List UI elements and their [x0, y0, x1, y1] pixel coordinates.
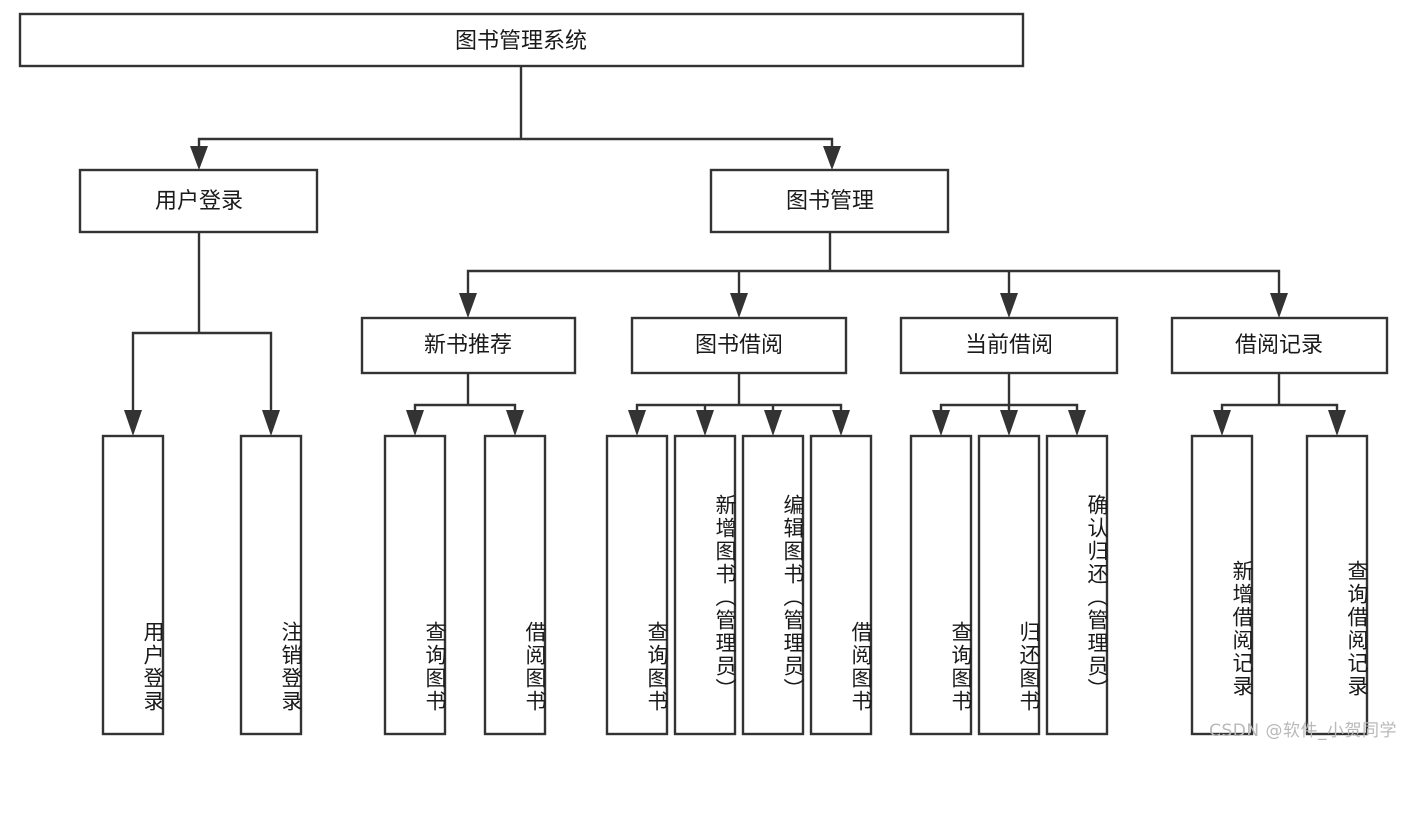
node-new-book-recommend-label: 新书推荐 [424, 333, 512, 358]
node-book-management[interactable]: 图书管理 [709, 168, 950, 234]
node-leaf-edit-book-box[interactable] [741, 434, 805, 736]
arrow-to-leaf-query-record [1328, 410, 1346, 436]
arrow-to-leaf-query-book-1 [406, 410, 424, 436]
node-book-borrow-label: 图书借阅 [695, 333, 783, 358]
node-user-login-label: 用户登录 [155, 189, 243, 214]
node-current-borrow[interactable]: 当前借阅 [899, 316, 1119, 375]
node-leaf-query-record-box[interactable] [1305, 434, 1369, 736]
arrow-to-book-management [823, 146, 841, 170]
arrow-to-leaf-query-book-2 [628, 410, 646, 436]
node-user-login-box[interactable] [78, 168, 319, 234]
arrow-to-book-borrow [730, 293, 748, 318]
node-leaf-query-book-2-box[interactable] [605, 434, 669, 736]
node-current-borrow-box[interactable] [899, 316, 1119, 375]
leaf-node-layer [101, 434, 1369, 736]
node-leaf-user-login-box[interactable] [101, 434, 165, 736]
node-current-borrow-label: 当前借阅 [965, 333, 1053, 358]
node-root-label: 图书管理系统 [455, 29, 587, 54]
node-new-book-recommend-box[interactable] [360, 316, 577, 375]
node-leaf-query-book-3-box[interactable] [909, 434, 973, 736]
arrow-to-user-login [190, 146, 208, 170]
node-leaf-return-book-box[interactable] [977, 434, 1041, 736]
node-book-management-label: 图书管理 [786, 189, 874, 214]
node-root-box[interactable] [18, 12, 1025, 68]
node-leaf-logout-login-box[interactable] [239, 434, 303, 736]
node-user-login[interactable]: 用户登录 [78, 168, 319, 234]
arrow-to-leaf-edit-book [764, 410, 782, 436]
arrow-to-leaf-borrow-book-1 [506, 410, 524, 436]
connector-root-bus [197, 64, 834, 157]
connector-new-book-recommend-bus [413, 371, 517, 422]
connector-book-management-bus [466, 230, 1281, 305]
node-root[interactable]: 图书管理系统 [18, 12, 1025, 68]
node-leaf-confirm-return-box[interactable] [1045, 434, 1109, 736]
arrow-to-leaf-user-login [124, 410, 142, 436]
arrow-to-leaf-add-book [696, 410, 714, 436]
arrow-to-new-book-recommend [459, 293, 477, 318]
node-borrow-record[interactable]: 借阅记录 [1170, 316, 1389, 375]
connector-borrow-record-bus [1220, 371, 1339, 422]
function-structure-diagram: 图书管理系统 用户登录 图书管理 新书推荐 图书借阅 当前借阅 借阅记录 [18, 12, 1389, 736]
node-book-management-box[interactable] [709, 168, 950, 234]
csdn-watermark: CSDN @软件_小贺同学 [1209, 721, 1397, 741]
arrow-to-leaf-borrow-book-2 [832, 410, 850, 436]
node-borrow-record-label: 借阅记录 [1235, 333, 1323, 358]
arrow-to-leaf-add-record [1213, 410, 1231, 436]
node-leaf-add-book-box[interactable] [673, 434, 737, 736]
arrow-to-leaf-query-book-3 [932, 410, 950, 436]
arrow-to-borrow-record [1270, 293, 1288, 318]
node-borrow-record-box[interactable] [1170, 316, 1389, 375]
arrow-to-leaf-confirm-return [1068, 410, 1086, 436]
node-leaf-borrow-book-2-box[interactable] [809, 434, 873, 736]
node-book-borrow-box[interactable] [630, 316, 848, 375]
node-leaf-add-record-box[interactable] [1190, 434, 1254, 736]
connector-user-login-bus [131, 230, 273, 422]
node-book-borrow[interactable]: 图书借阅 [630, 316, 848, 375]
arrow-to-leaf-return-book [1000, 410, 1018, 436]
node-new-book-recommend[interactable]: 新书推荐 [360, 316, 577, 375]
node-leaf-query-book-1-box[interactable] [383, 434, 447, 736]
node-leaf-borrow-book-1-box[interactable] [483, 434, 547, 736]
connector-layer [124, 64, 1346, 436]
connector-book-borrow-bus [635, 371, 843, 422]
arrow-to-leaf-logout-login [262, 410, 280, 436]
arrow-to-current-borrow [1000, 293, 1018, 318]
